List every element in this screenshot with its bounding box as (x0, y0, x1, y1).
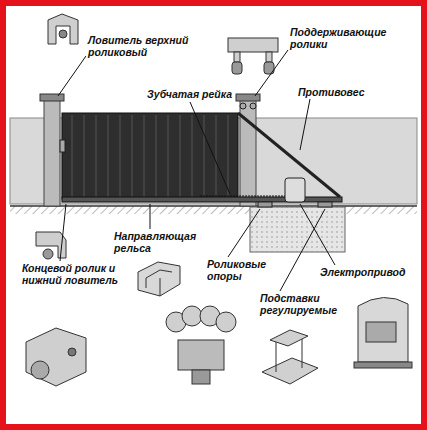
drive-icon (354, 297, 412, 368)
rail-icon (138, 262, 180, 296)
support-roller (240, 103, 246, 109)
panel-ribs (72, 115, 228, 197)
top-catcher-icon (48, 14, 78, 44)
pillar-cap (40, 94, 64, 101)
ground-line (10, 205, 417, 207)
pillar-cap (236, 94, 260, 101)
part-label: Зубчатая рейка (145, 88, 234, 100)
adjustable-stand-icon (262, 330, 318, 384)
frame-inner (6, 6, 421, 424)
part-label: Поддерживающие ролики (288, 26, 404, 50)
part-label: Концевой ролик и нижний ловитель (20, 262, 132, 286)
catcher (60, 140, 65, 152)
foundation (250, 207, 345, 252)
part-label: Электропривод (318, 266, 408, 278)
bottom-catcher-icon (26, 328, 86, 386)
motor (285, 178, 305, 202)
part-label: Противовес (296, 86, 367, 98)
pillar (44, 100, 60, 206)
ground-hatch (10, 206, 417, 214)
gate-panel (62, 113, 238, 199)
roller-support (258, 202, 272, 207)
part-label: Роликовые опоры (205, 258, 283, 282)
support-roller (250, 103, 256, 109)
part-label: Подставки регулируемые (258, 292, 356, 316)
leader-lines (58, 50, 335, 291)
support-rollers-icon (228, 38, 278, 74)
roller-support (318, 202, 332, 207)
foundation-texture (250, 207, 345, 252)
part-label: Направляющая рельса (112, 230, 204, 254)
part-label: Ловитель верхний роликовый (86, 34, 202, 58)
roller-carriage-icon (166, 306, 236, 384)
